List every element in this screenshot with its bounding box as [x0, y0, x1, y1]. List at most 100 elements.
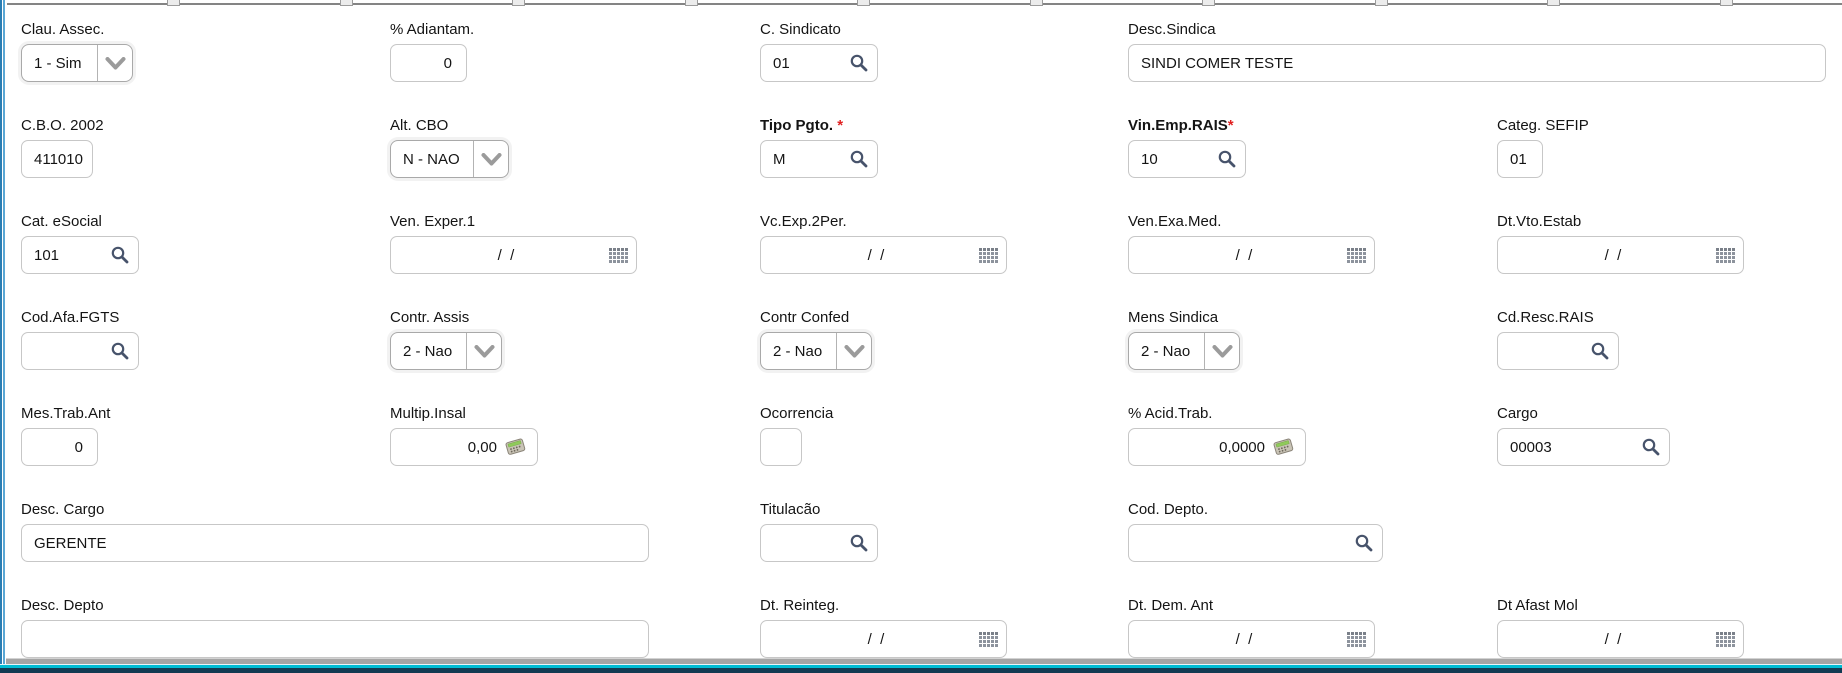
tipo-pgto-input[interactable]: M	[760, 140, 878, 178]
mens-sindica-select[interactable]: 2 - Nao	[1128, 332, 1240, 370]
chevron-down-icon[interactable]	[1212, 344, 1233, 358]
cbo-2002-label: C.B.O. 2002	[21, 118, 104, 134]
clau-assec-value: 1 - Sim	[34, 54, 82, 72]
multip-insal-value: 0,00	[467, 438, 497, 456]
required-asterisk: *	[833, 117, 844, 134]
ocorrencia-input[interactable]	[760, 428, 802, 466]
tab-stub	[1030, 0, 1043, 6]
calendar-icon[interactable]	[1716, 631, 1735, 647]
horizontal-scrollbar[interactable]	[6, 658, 1842, 664]
search-icon[interactable]	[110, 245, 130, 265]
desc-sindica-input[interactable]: SINDI COMER TESTE	[1128, 44, 1826, 82]
search-icon[interactable]	[1641, 437, 1661, 457]
search-icon[interactable]	[1354, 533, 1374, 553]
ven-exper1-date-input[interactable]: / /	[390, 236, 637, 274]
pct-acid-trab-label: % Acid.Trab.	[1128, 406, 1212, 422]
pct-acid-trab-value: 0,0000	[1219, 438, 1265, 456]
ocorrencia-label-text: Ocorrencia	[760, 405, 834, 422]
search-icon[interactable]	[1217, 149, 1237, 169]
multip-insal-input[interactable]: 0,00	[390, 428, 538, 466]
categ-sefip-input[interactable]: 01	[1497, 140, 1543, 178]
multip-insal-label: Multip.Insal	[390, 406, 466, 422]
chevron-down-icon[interactable]	[844, 344, 865, 358]
chevron-down-icon[interactable]	[474, 344, 495, 358]
cod-afa-fgts-input[interactable]	[21, 332, 139, 370]
alt-cbo-select[interactable]: N - NAO	[390, 140, 509, 178]
titulacao-input[interactable]	[760, 524, 878, 562]
dt-dem-ant-label: Dt. Dem. Ant	[1128, 598, 1213, 614]
tab-stub	[340, 0, 353, 6]
c-sindicato-label-text: C. Sindicato	[760, 21, 841, 38]
desc-depto-input[interactable]	[21, 620, 649, 658]
alt-cbo-dropdown-button[interactable]	[474, 152, 508, 166]
vin-emp-rais-input[interactable]: 10	[1128, 140, 1246, 178]
calculator-icon[interactable]	[1271, 436, 1297, 458]
ven-exa-med-date-input[interactable]: / /	[1128, 236, 1375, 274]
desc-cargo-input[interactable]: GERENTE	[21, 524, 649, 562]
contr-assis-dropdown-button[interactable]	[467, 344, 501, 358]
calendar-icon[interactable]	[609, 247, 628, 263]
dt-dem-ant-date-input[interactable]: / /	[1128, 620, 1375, 658]
tab-stub	[1720, 0, 1733, 6]
cod-depto-label: Cod. Depto.	[1128, 502, 1208, 518]
cargo-label-text: Cargo	[1497, 405, 1538, 422]
cbo-2002-input[interactable]: 411010	[21, 140, 93, 178]
chevron-down-icon[interactable]	[481, 152, 502, 166]
calculator-icon[interactable]	[503, 436, 529, 458]
chevron-down-icon[interactable]	[105, 56, 126, 70]
mens-sindica-label-text: Mens Sindica	[1128, 309, 1219, 326]
calendar-icon[interactable]	[1716, 247, 1735, 263]
cat-esocial-label: Cat. eSocial	[21, 214, 102, 230]
calendar-icon[interactable]	[979, 631, 998, 647]
window-left-border	[0, 0, 2, 673]
desc-sindica-label-text: Desc.Sindica	[1128, 21, 1216, 38]
tipo-pgto-value: M	[773, 150, 786, 168]
c-sindicato-input[interactable]: 01	[760, 44, 878, 82]
dt-vto-estab-date-input[interactable]: / /	[1497, 236, 1744, 274]
contr-assis-select[interactable]: 2 - Nao	[390, 332, 502, 370]
contr-confed-value: 2 - Nao	[773, 342, 823, 360]
dt-afast-mol-label-text: Dt Afast Mol	[1497, 597, 1578, 614]
cod-depto-input[interactable]	[1128, 524, 1383, 562]
contr-assis-label: Contr. Assis	[390, 310, 469, 326]
dt-reinteg-value: / /	[867, 630, 885, 648]
pct-acid-trab-label-text: % Acid.Trab.	[1128, 405, 1213, 422]
mens-sindica-dropdown-button[interactable]	[1205, 344, 1239, 358]
dt-vto-estab-label: Dt.Vto.Estab	[1497, 214, 1581, 230]
search-icon[interactable]	[110, 341, 130, 361]
alt-cbo-value: N - NAO	[403, 150, 460, 168]
pct-acid-trab-input[interactable]: 0,0000	[1128, 428, 1306, 466]
ven-exa-med-label-text: Ven.Exa.Med.	[1128, 213, 1222, 230]
cargo-label: Cargo	[1497, 406, 1538, 422]
tab-stub	[1547, 0, 1560, 6]
cd-resc-rais-input[interactable]	[1497, 332, 1619, 370]
tab-stub	[685, 0, 698, 6]
clau-assec-select[interactable]: 1 - Sim	[21, 44, 133, 82]
calendar-icon[interactable]	[979, 247, 998, 263]
clau-assec-dropdown-button[interactable]	[98, 56, 132, 70]
dt-reinteg-label: Dt. Reinteg.	[760, 598, 839, 614]
cat-esocial-label-text: Cat. eSocial	[21, 213, 102, 230]
search-icon[interactable]	[849, 53, 869, 73]
vc-exp-2per-date-input[interactable]: / /	[760, 236, 1007, 274]
calendar-icon[interactable]	[1347, 631, 1366, 647]
dt-dem-ant-label-text: Dt. Dem. Ant	[1128, 597, 1214, 614]
contr-confed-select[interactable]: 2 - Nao	[760, 332, 872, 370]
search-icon[interactable]	[849, 149, 869, 169]
contr-confed-dropdown-button[interactable]	[837, 344, 871, 358]
search-icon[interactable]	[1590, 341, 1610, 361]
calendar-icon[interactable]	[1347, 247, 1366, 263]
desc-depto-label: Desc. Depto	[21, 598, 104, 614]
search-icon[interactable]	[849, 533, 869, 553]
dt-afast-mol-date-input[interactable]: / /	[1497, 620, 1744, 658]
mes-trab-ant-input[interactable]: 0	[21, 428, 98, 466]
tab-stub	[1202, 0, 1215, 6]
vc-exp-2per-label: Vc.Exp.2Per.	[760, 214, 847, 230]
dt-reinteg-date-input[interactable]: / /	[760, 620, 1007, 658]
ocorrencia-label: Ocorrencia	[760, 406, 833, 422]
cat-esocial-input[interactable]: 101	[21, 236, 139, 274]
dt-dem-ant-value: / /	[1235, 630, 1253, 648]
cargo-input[interactable]: 00003	[1497, 428, 1670, 466]
vin-emp-rais-label-text: Vin.Emp.RAIS	[1128, 117, 1228, 134]
pct-adiantam-input[interactable]: 0	[390, 44, 467, 82]
